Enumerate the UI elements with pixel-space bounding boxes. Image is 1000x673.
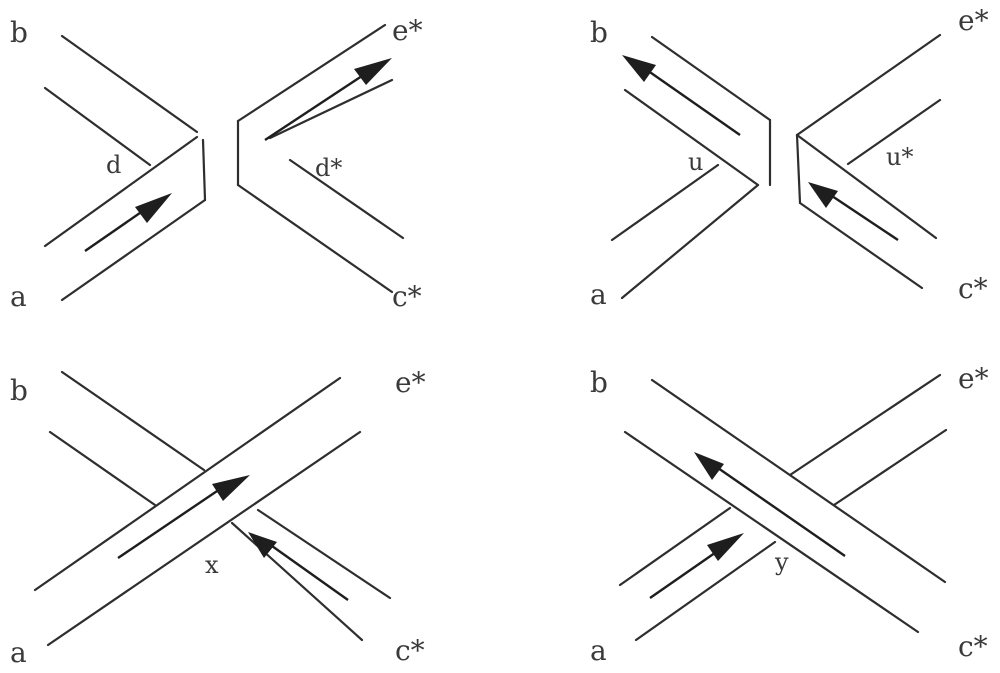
panel-2-strands (610, 33, 942, 300)
label-a: a (10, 636, 27, 669)
panel-4-strands (618, 373, 948, 642)
panel-3-strands (33, 370, 392, 647)
label-e-star: e* (392, 14, 423, 47)
label-b: b (10, 16, 28, 49)
label-u-star: u* (886, 143, 913, 171)
label-b: b (590, 16, 608, 49)
label-b: b (10, 374, 28, 407)
panel-1-strands (43, 23, 405, 302)
label-e-star: e* (395, 366, 426, 399)
arrow-head-up-left (248, 532, 277, 558)
label-u: u (688, 148, 703, 176)
arrow-head-up-right (212, 475, 250, 501)
panel-1-arrows (84, 58, 392, 252)
label-d-star: d* (315, 154, 342, 182)
label-c-star: c* (958, 630, 988, 663)
label-e-star: e* (958, 4, 989, 37)
label-a: a (590, 278, 607, 311)
panel-3: b e* a c* x (10, 366, 426, 669)
label-d: d (106, 151, 121, 179)
label-c-star: c* (392, 280, 422, 313)
panel-2: b e* a c* u u* (590, 4, 989, 311)
panel-2-arrows (622, 55, 899, 241)
arrow-head-up-right (707, 533, 744, 561)
arrow-head-up-right (354, 58, 392, 85)
label-a: a (590, 634, 607, 667)
panel-1: b e* a c* d d* (10, 14, 423, 313)
arrow-head-up-left (808, 182, 838, 208)
panel-3-arrows (117, 475, 349, 601)
arrow-head-up-left (694, 452, 724, 480)
arrow-head-up-left (622, 55, 656, 82)
panel-4-arrows (649, 452, 846, 599)
panel-4: b e* a c* y (590, 362, 989, 667)
label-c-star: c* (958, 272, 988, 305)
label-a: a (10, 280, 27, 313)
label-x: x (205, 551, 219, 579)
label-e-star: e* (958, 362, 989, 395)
arrow-head-up-right (135, 193, 172, 223)
label-y: y (774, 548, 789, 576)
label-b: b (590, 366, 608, 399)
label-c-star: c* (395, 634, 425, 667)
